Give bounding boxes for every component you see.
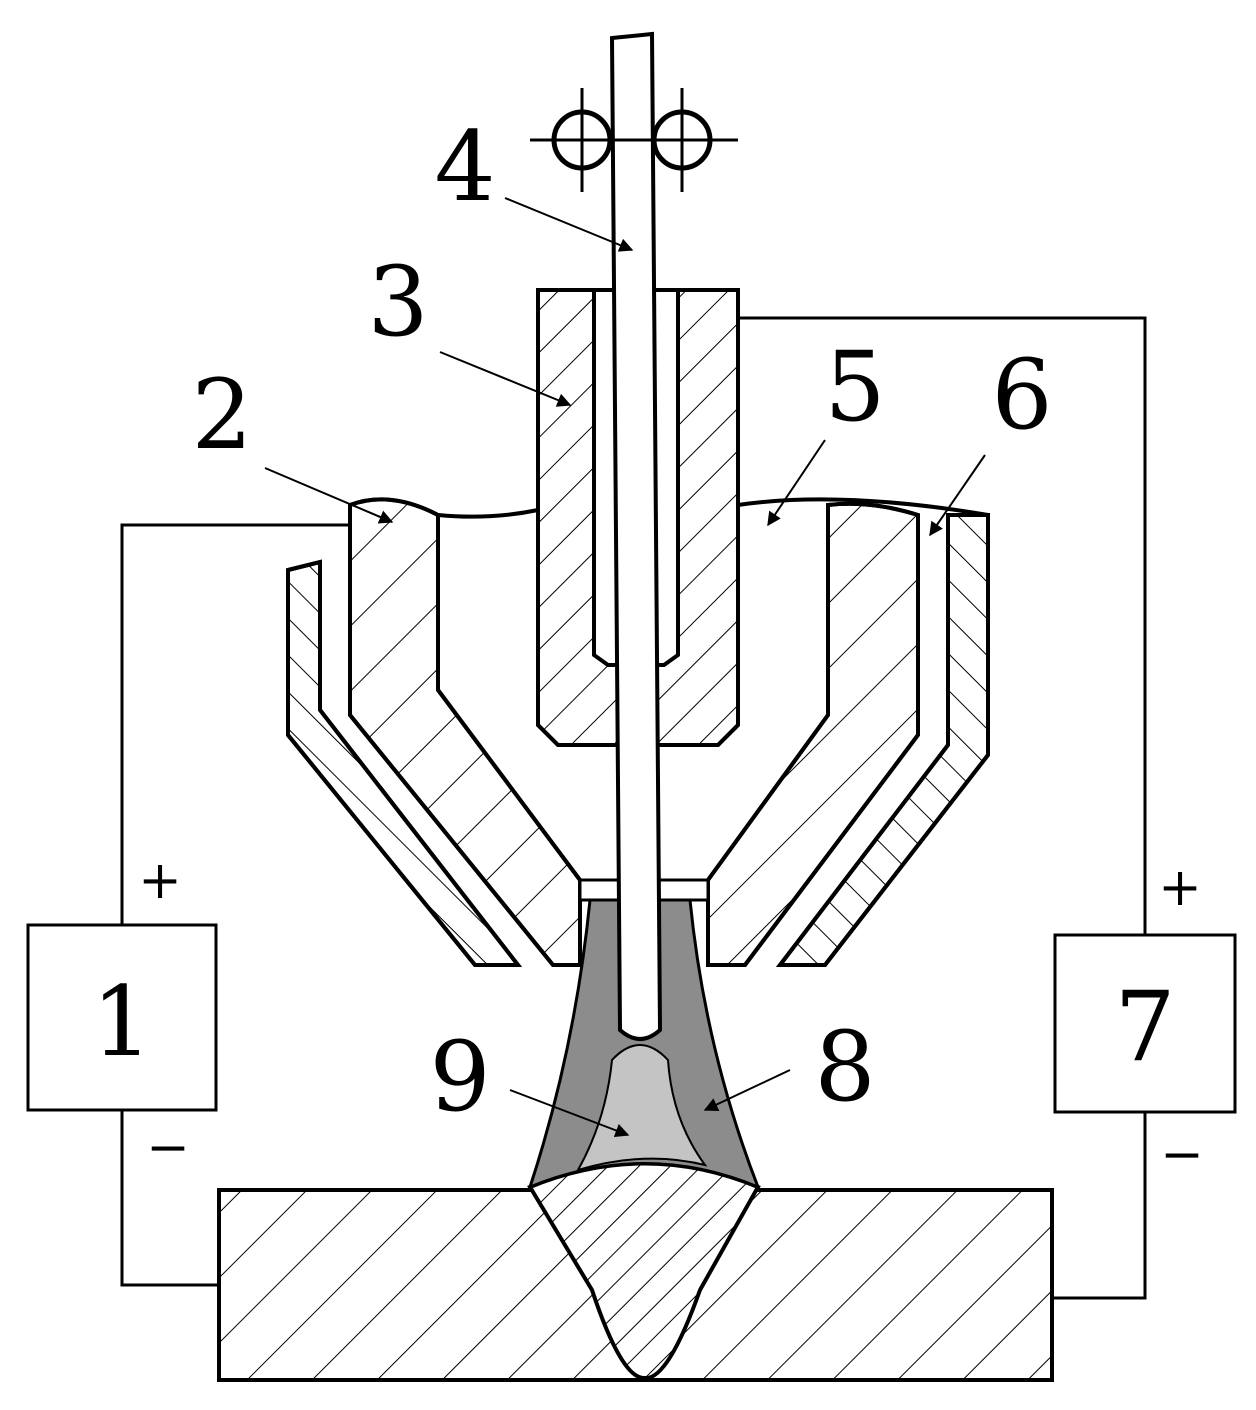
workpiece xyxy=(217,1161,1054,1382)
power-circuit xyxy=(120,316,1147,1300)
label-7: 7 xyxy=(1114,971,1175,1083)
label-2: 2 xyxy=(191,359,252,471)
label-3: 3 xyxy=(367,246,428,358)
wire-electrode xyxy=(609,31,663,1041)
right-wire-bottom xyxy=(1052,1112,1147,1300)
leader-4 xyxy=(504,197,634,252)
leader-5 xyxy=(767,439,826,527)
callouts xyxy=(264,197,986,1138)
label-5: 5 xyxy=(824,331,885,443)
left-nozzle xyxy=(348,497,582,967)
left-shroud xyxy=(286,559,523,967)
left-wire-bottom xyxy=(120,1110,220,1287)
power-source-7: 7 xyxy=(1053,933,1237,1114)
feed-rollers xyxy=(530,88,738,192)
right-wire-top xyxy=(738,316,1147,935)
label-4: 4 xyxy=(434,111,495,223)
label-8: 8 xyxy=(814,1011,875,1123)
torch-top-contour xyxy=(437,497,989,519)
label-1: 1 xyxy=(91,966,152,1078)
leader-6 xyxy=(929,454,986,537)
right-plus-sign: + xyxy=(1158,858,1202,918)
leader-8 xyxy=(703,1069,791,1111)
power-source-1: 1 xyxy=(26,923,218,1112)
left-minus-sign: − xyxy=(146,1118,190,1178)
right-minus-sign: − xyxy=(1160,1125,1204,1185)
label-6: 6 xyxy=(991,339,1052,451)
right-nozzle xyxy=(706,501,920,967)
label-9: 9 xyxy=(429,1021,490,1133)
left-plus-sign: + xyxy=(138,851,182,911)
leader-2 xyxy=(264,467,394,524)
arc-inner-zone xyxy=(575,1044,708,1172)
leader-9 xyxy=(509,1089,630,1138)
left-wire-top xyxy=(120,523,348,925)
leader-3 xyxy=(439,351,572,407)
